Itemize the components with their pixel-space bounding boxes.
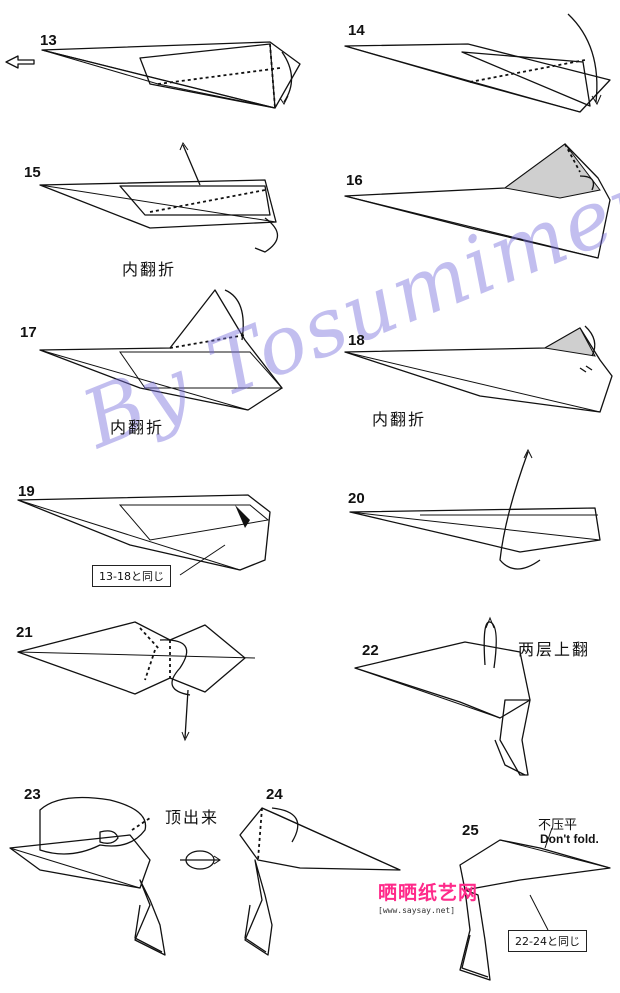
step-number: 23: [24, 786, 41, 803]
step-number: 20: [348, 490, 365, 507]
step-19-drawing: [18, 495, 270, 575]
step-number: 13: [40, 32, 57, 49]
hand-icon: [40, 798, 146, 854]
caption-inside-reverse-fold: 内翻折: [110, 414, 164, 438]
step-14-drawing: [345, 14, 610, 112]
step-number: 24: [266, 786, 283, 803]
step-20-drawing: [350, 450, 600, 569]
step-13-drawing: [6, 42, 300, 108]
caption-inside-reverse-fold: 内翻折: [372, 406, 426, 430]
step-number: 25: [462, 822, 479, 839]
caption-inside-reverse-fold: 内翻折: [122, 256, 176, 280]
site-logo: 晒晒纸艺网 [www.saysay.net]: [378, 878, 478, 915]
caption-no-flatten: 不压平: [538, 814, 577, 833]
step-number: 15: [24, 164, 41, 181]
caption-push-out: 顶出来: [165, 804, 219, 828]
step-24-drawing: [240, 808, 400, 955]
site-logo-url: [www.saysay.net]: [378, 906, 478, 915]
site-logo-name: 晒晒纸艺网: [378, 878, 478, 905]
step-21-drawing: [18, 622, 255, 740]
step-23-drawing: [10, 798, 165, 955]
step-number: 21: [16, 624, 33, 641]
note-same-as-13-18: 13-18と同じ: [92, 565, 171, 587]
step-number: 18: [348, 332, 365, 349]
caption-dont-fold: Don't fold.: [540, 832, 599, 846]
step-15-drawing: [40, 143, 278, 252]
step-number: 17: [20, 324, 37, 341]
step-number: 19: [18, 483, 35, 500]
step-number: 22: [362, 642, 379, 659]
note-same-as-22-24: 22-24と同じ: [508, 930, 587, 952]
step-25-drawing: [460, 828, 610, 980]
direction-arrow-icon: [6, 56, 34, 68]
step-number: 14: [348, 22, 365, 39]
step-22-drawing: [355, 618, 530, 775]
step-number: 16: [346, 172, 363, 189]
view-rotate-arrow: [180, 851, 220, 869]
caption-two-layers-up: 两层上翻: [518, 636, 590, 660]
